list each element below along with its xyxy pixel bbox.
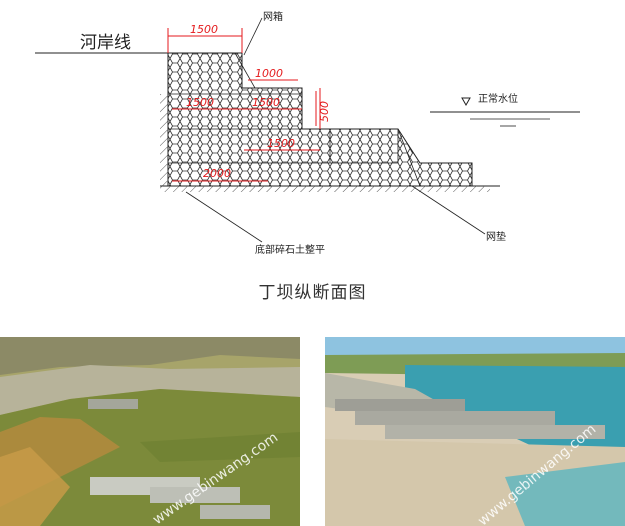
gabion-box-label: 网箱 [263,10,283,23]
site-photo-left: www.gebinwang.com [0,337,300,526]
bottom-note-label: 底部碎石土整平 [255,243,325,256]
site-photo-right: www.gebinwang.com [325,337,625,526]
dim-1500-a: 1500 [186,96,214,109]
gabion-mattress-label: 网垫 [486,230,506,243]
ground-hatch [160,186,490,192]
water-level-label: 正常水位 [478,92,518,105]
riverbank-label: 河岸线 [80,33,131,53]
gabion-layer-lines [168,52,421,187]
photo-right-scene [325,337,625,526]
dimension-lines [167,28,321,182]
dim-top-width: 1500 [190,23,218,36]
dim-1500-c: 1500 [267,137,295,150]
photo-left-scene [0,337,300,526]
diagram-caption: 丁坝纵断面图 [258,283,367,303]
dim-1500-b: 1500 [252,96,280,109]
dim-2000: 2000 [203,167,231,180]
mattress-leader [411,185,486,235]
bottom-note-leader [185,191,263,243]
dim-step-1000: 1000 [255,67,283,80]
left-wall-hatch [160,94,168,186]
gabion-box-leader [243,17,263,56]
dim-height-500: 500 [318,101,331,122]
gabion-spur-dike-section-diagram: 1500 1000 1500 1500 1500 2000 500 河岸线 网箱… [35,10,580,256]
water-level-symbol [430,97,580,127]
